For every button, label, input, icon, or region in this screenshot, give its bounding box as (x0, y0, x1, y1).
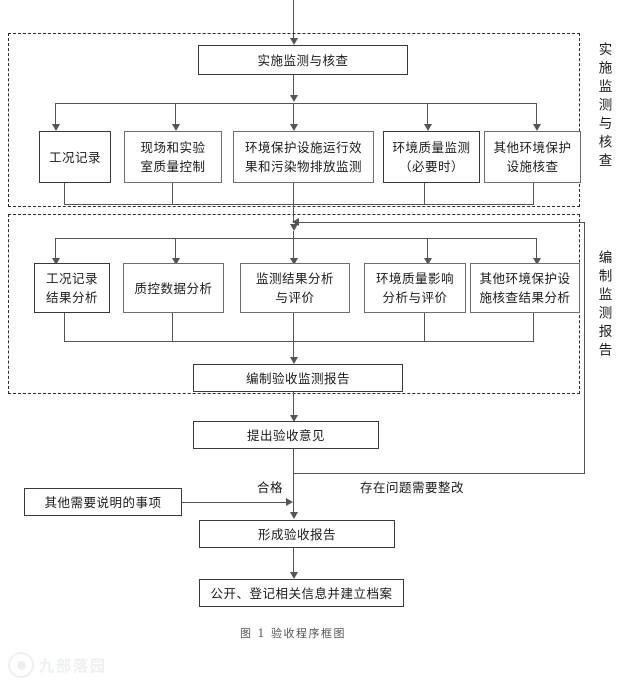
edge-entry-line (293, 0, 294, 40)
edge-rework-return-arrowhead (292, 218, 299, 226)
edge-row2-merge-bus (64, 341, 534, 342)
edge-form-to-publish-arrowhead (290, 572, 298, 579)
edge-row1-out-5 (533, 183, 534, 205)
edge-bus-row1-drop-5 (536, 103, 537, 126)
node-qc-data-analysis[interactable]: 质控数据分析 (123, 263, 224, 313)
figure-caption: 图 1 验收程序框图 (240, 627, 346, 640)
edge-compile-to-propose (293, 392, 294, 420)
edge-other-matters-to-form (182, 502, 287, 503)
node-other-facility-check-result-analysis[interactable]: 其他环境保护设 施核查结果分析 (470, 263, 580, 313)
edge-bus-row2-drop-4 (427, 238, 428, 260)
edge-bus-row1 (55, 103, 536, 104)
watermark-label: 九部落园 (39, 656, 108, 675)
edge-entry-arrowhead (290, 38, 298, 45)
edge-bus-row2 (55, 238, 536, 239)
node-publish-register-archive[interactable]: 公开、登记相关信息并建立档案 (199, 579, 404, 607)
edge-bus-row2-arrow-1 (52, 258, 60, 265)
node-propose-acceptance-opinion[interactable]: 提出验收意见 (193, 421, 379, 449)
edge-bus-row2-arrow-4 (424, 258, 432, 265)
edge-bus-row1-arrow-1 (52, 124, 60, 131)
edge-bus-row1-arrow-3 (290, 124, 298, 131)
edge-bus-row1-arrow-4 (424, 124, 432, 131)
edge-header-down-arrowhead (290, 95, 298, 102)
node-work-condition-record[interactable]: 工况记录 (39, 131, 111, 183)
edge-rework-return (298, 222, 585, 223)
edge-compile-to-propose-arrowhead (290, 415, 298, 422)
edge-bus-row2-drop-2 (175, 238, 176, 260)
edge-bus-row2-arrow-3 (290, 258, 298, 265)
edge-bus-row2-arrow-5 (533, 258, 541, 265)
node-environment-quality-monitoring[interactable]: 环境质量监测 （必要时） (383, 131, 480, 183)
node-work-condition-result-analysis[interactable]: 工况记录 结果分析 (34, 263, 110, 313)
edge-row1-out-2 (172, 183, 173, 205)
site-watermark: 九部落园 (8, 652, 107, 678)
node-other-environment-facility-check[interactable]: 其他环境保护 设施核查 (484, 131, 581, 183)
stage-label-implement: 实施监测与核查 (595, 42, 612, 172)
edge-bus-row2-drop-3 (293, 238, 294, 260)
edge-label-rework: 存在问题需要整改 (360, 480, 465, 495)
edge-rework-vertical (584, 222, 585, 474)
edge-propose-down (293, 449, 294, 516)
edge-bus-row1-drop-3 (293, 103, 294, 126)
edge-bus-row2-stem (293, 231, 294, 239)
edge-to-compile-report-arrowhead (290, 357, 298, 364)
edge-other-matters-arrowhead (286, 498, 293, 506)
node-monitoring-result-analysis-evaluation[interactable]: 监测结果分析 与评价 (240, 263, 350, 313)
edge-into-group2-arrowhead (290, 224, 298, 231)
edge-row2-out-4 (424, 313, 425, 342)
edge-bus-row1-drop-2 (175, 103, 176, 126)
edge-row1-out-4 (424, 183, 425, 205)
edge-row1-merge-bus (64, 204, 534, 205)
edge-row2-out-5 (533, 313, 534, 342)
edge-row1-out-3 (293, 183, 294, 222)
edge-bus-row1-drop-1 (55, 103, 56, 126)
stage-group-implement (8, 33, 580, 207)
edge-header-down (293, 75, 294, 97)
node-onsite-lab-quality-control[interactable]: 现场和实验 室质量控制 (124, 131, 222, 183)
stage-label-report: 编制监测报告 (595, 250, 612, 361)
edge-bus-row1-arrow-5 (533, 124, 541, 131)
node-facility-effect-pollutant-monitoring[interactable]: 环境保护设施运行效 果和污染物排放监测 (233, 131, 374, 183)
edge-rework-horizontal (293, 473, 585, 474)
edge-row2-out-3 (293, 313, 294, 358)
node-form-acceptance-report[interactable]: 形成验收报告 (199, 520, 395, 548)
edge-row1-out-1 (64, 183, 65, 205)
node-environment-quality-impact-analysis[interactable]: 环境质量影响 分析与评价 (364, 263, 466, 313)
edge-bus-row2-drop-1 (55, 238, 56, 260)
node-implement-header[interactable]: 实施监测与核查 (198, 45, 408, 75)
edge-bus-row2-drop-5 (536, 238, 537, 260)
node-other-matters-to-explain[interactable]: 其他需要说明的事项 (24, 488, 182, 516)
edge-bus-row1-drop-4 (427, 103, 428, 126)
watermark-logo-icon (8, 652, 34, 678)
edge-bus-row1-arrow-2 (172, 124, 180, 131)
edge-label-pass: 合格 (257, 480, 284, 495)
edge-row2-out-1 (64, 313, 65, 342)
edge-form-to-publish (293, 548, 294, 576)
edge-propose-down-arrowhead (290, 512, 298, 519)
node-compile-acceptance-monitoring-report[interactable]: 编制验收监测报告 (193, 364, 403, 392)
edge-row2-out-2 (172, 313, 173, 342)
edge-bus-row2-arrow-2 (172, 258, 180, 265)
